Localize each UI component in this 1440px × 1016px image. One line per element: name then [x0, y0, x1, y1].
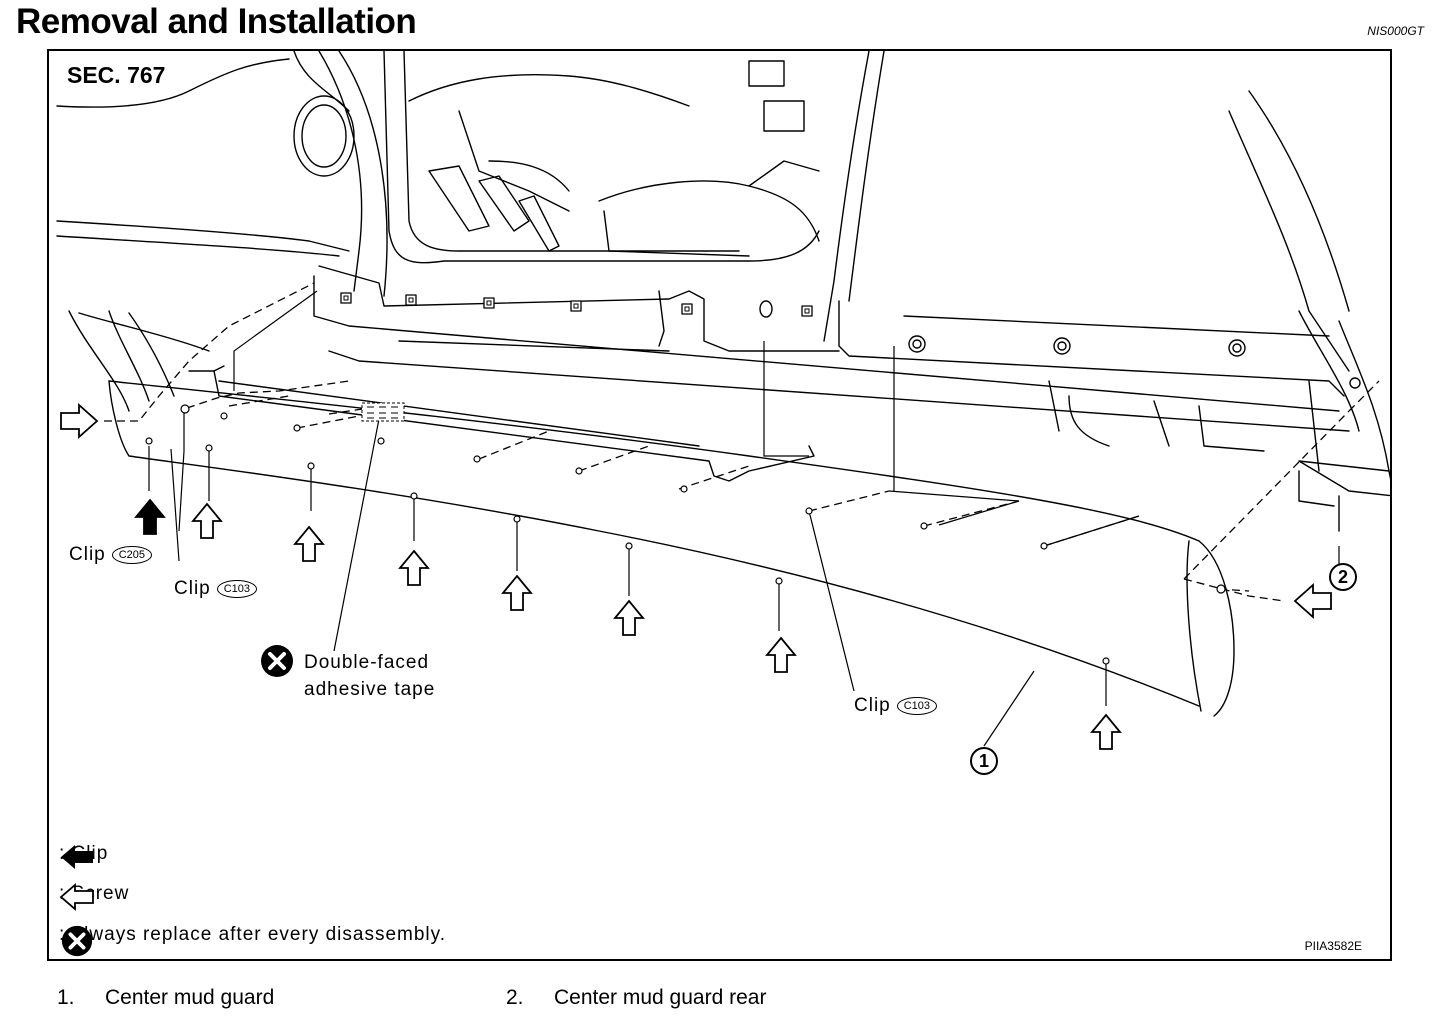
- adhesive-tape-label: Double-faced adhesive tape: [304, 652, 436, 700]
- page-title: Removal and Installation: [16, 2, 417, 41]
- clip-c103-code: C103: [216, 579, 258, 598]
- legend-replace: : Always replace after every disassembly…: [59, 924, 446, 957]
- legend-screw: : Screw: [59, 883, 129, 911]
- vehicle-diagram: [56, 51, 1390, 750]
- parts-item-1: 1.Center mud guard: [57, 986, 275, 1009]
- callout-1: 1: [970, 747, 998, 775]
- clip-c205-code: C205: [111, 545, 153, 564]
- parts-item-2: 2.Center mud guard rear: [506, 986, 767, 1009]
- legend-clip: : Clip: [59, 843, 108, 869]
- section-label: SEC. 767: [67, 62, 166, 89]
- screw-arrow-icon: [59, 883, 94, 911]
- image-code: PIIA3582E: [1304, 939, 1362, 953]
- replace-icon: [261, 645, 293, 677]
- callout-2: 2: [1329, 563, 1357, 591]
- clip-c103-code: C103: [896, 696, 938, 715]
- document-code: NIS000GT: [1367, 24, 1424, 38]
- replace-icon: [61, 925, 93, 957]
- clip-arrow-icon: [61, 845, 93, 869]
